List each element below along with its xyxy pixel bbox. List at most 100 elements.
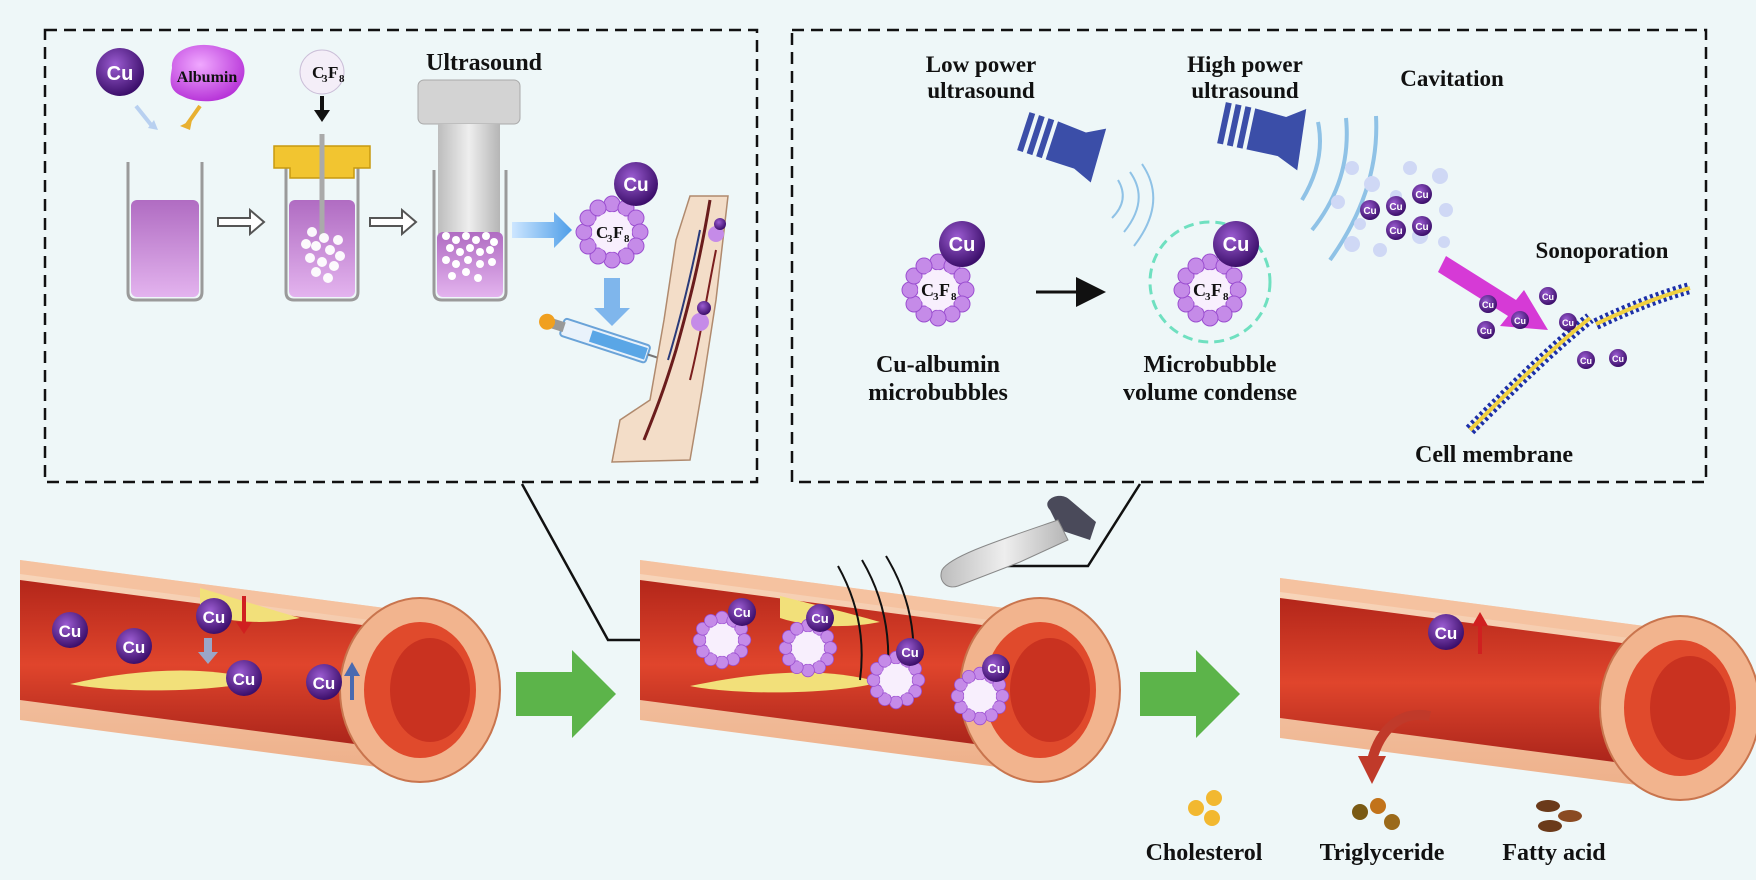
svg-text:8: 8: [1223, 291, 1229, 303]
triglyceride-icon: [1352, 798, 1400, 830]
svg-text:Cu: Cu: [1415, 190, 1428, 201]
syringe-icon: [539, 313, 670, 364]
condensed-microbubble: C 3 F 8: [1173, 253, 1247, 327]
svg-text:Cu: Cu: [1542, 292, 1554, 302]
fatty-acid-label: Fatty acid: [1502, 840, 1606, 866]
svg-text:Cu: Cu: [811, 611, 828, 626]
svg-text:3: 3: [607, 233, 613, 245]
svg-text:Cu: Cu: [1514, 316, 1526, 326]
low-power-transducer-icon: [1017, 112, 1107, 183]
vessel-plaque: Cu Cu Cu Cu Cu: [20, 560, 501, 783]
svg-text:Cu: Cu: [1389, 202, 1402, 213]
low-power-label-2: ultrasound: [927, 78, 1035, 103]
high-power-transducer-icon: [1217, 102, 1307, 171]
svg-text:8: 8: [339, 73, 345, 85]
cell-membrane-label: Cell membrane: [1415, 442, 1573, 468]
cu-albumin-label: Cu-albumin: [876, 352, 1000, 378]
cu-ion-icon: Cu: [614, 162, 658, 206]
svg-text:C: C: [1193, 280, 1206, 300]
low-power-waves: [1111, 163, 1155, 247]
svg-text:Cu: Cu: [59, 622, 82, 641]
svg-text:Cu: Cu: [623, 175, 648, 196]
low-power-label: Low power: [926, 52, 1037, 77]
cu-albumin-microbubble-large: C 3 F 8: [901, 253, 975, 327]
beaker-1: [126, 162, 204, 302]
svg-text:Albumin: Albumin: [177, 69, 238, 86]
svg-text:Cu: Cu: [1435, 624, 1458, 643]
svg-text:Cu: Cu: [733, 605, 750, 620]
svg-text:Cu: Cu: [1562, 318, 1574, 328]
triglyceride-label: Triglyceride: [1320, 840, 1445, 866]
beaker-2-sealed: [273, 134, 371, 302]
svg-text:Cu: Cu: [1389, 226, 1402, 237]
svg-text:F: F: [328, 63, 338, 82]
ultrasound-sonicator: [417, 79, 521, 234]
svg-text:8: 8: [624, 233, 630, 245]
step-arrow-2: [369, 207, 418, 237]
cu-albumin-label-2: microbubbles: [868, 380, 1008, 406]
albumin-icon: Albumin: [170, 44, 245, 102]
cavitation-burst: Cu Cu Cu Cu Cu: [1331, 161, 1453, 257]
cu-ion-icon: Cu: [939, 221, 985, 267]
svg-text:Cu: Cu: [233, 670, 256, 689]
svg-text:3: 3: [322, 73, 328, 85]
cell-membrane: [1465, 282, 1692, 435]
fatty-acid-icon: [1536, 800, 1582, 832]
svg-text:Cu: Cu: [313, 674, 336, 693]
svg-text:C: C: [596, 223, 608, 242]
cu-arrow: [134, 104, 154, 128]
microbubble-volume-label: Microbubble: [1144, 352, 1277, 378]
condense-halo: [1148, 220, 1272, 344]
svg-text:Cu: Cu: [901, 645, 918, 660]
sonoporation-arrow: [1438, 256, 1548, 330]
cu-albumin-microbubble: C 3 F 8: [575, 195, 649, 269]
cu-ion-icon: Cu: [96, 48, 144, 96]
sonoporation-label: Sonoporation: [1536, 238, 1669, 263]
svg-text:Cu: Cu: [123, 638, 146, 657]
progress-arrow-1: [516, 650, 616, 738]
svg-text:Cu: Cu: [987, 661, 1004, 676]
svg-text:Cu: Cu: [949, 234, 976, 256]
vessel-cleared: Cu: [1280, 578, 1756, 801]
svg-text:3: 3: [1205, 291, 1211, 303]
svg-text:F: F: [613, 223, 623, 242]
svg-text:Cu: Cu: [1363, 206, 1376, 217]
svg-text:F: F: [939, 280, 950, 300]
cavitation-label: Cavitation: [1400, 66, 1504, 91]
high-power-label: High power: [1187, 52, 1303, 77]
beaker-3: [432, 170, 508, 302]
vessel-microbubbles: Cu Cu Cu Cu: [692, 598, 1010, 726]
ultrasound-label: Ultrasound: [426, 50, 543, 76]
svg-text:3: 3: [933, 291, 939, 303]
step-arrow-1: [217, 207, 266, 237]
mechanism-panel-frame: [790, 28, 1708, 484]
cu-ion-icon: Cu: [1213, 221, 1259, 267]
cholesterol-label: Cholesterol: [1146, 840, 1263, 866]
svg-text:Cu: Cu: [203, 608, 226, 627]
c3f8-gas-label: C 3 F 8: [299, 49, 345, 95]
prep-panel-frame: [43, 28, 759, 484]
blue-arrow-down: [594, 278, 630, 326]
svg-text:Cu: Cu: [107, 63, 134, 85]
microbubble-volume-label-2: volume condense: [1123, 380, 1297, 406]
ultrasound-probe-icon: [940, 495, 1096, 588]
svg-text:C: C: [312, 63, 324, 82]
svg-text:C: C: [921, 280, 934, 300]
svg-text:Cu: Cu: [1482, 300, 1494, 310]
cholesterol-icon: [1188, 790, 1222, 826]
arm-vessels-illustration: [611, 195, 729, 463]
svg-text:F: F: [1211, 280, 1222, 300]
high-power-label-2: ultrasound: [1191, 78, 1299, 103]
connector-right: [1000, 483, 1142, 568]
svg-text:Cu: Cu: [1223, 234, 1250, 256]
blue-arrow-right: [512, 212, 572, 248]
svg-text:8: 8: [951, 291, 957, 303]
svg-text:Cu: Cu: [1580, 356, 1592, 366]
svg-text:Cu: Cu: [1415, 222, 1428, 233]
progress-arrow-2: [1140, 650, 1240, 738]
released-cu-ions: Cu Cu Cu Cu Cu Cu Cu: [1477, 287, 1627, 369]
svg-text:Cu: Cu: [1612, 354, 1624, 364]
svg-text:Cu: Cu: [1480, 326, 1492, 336]
